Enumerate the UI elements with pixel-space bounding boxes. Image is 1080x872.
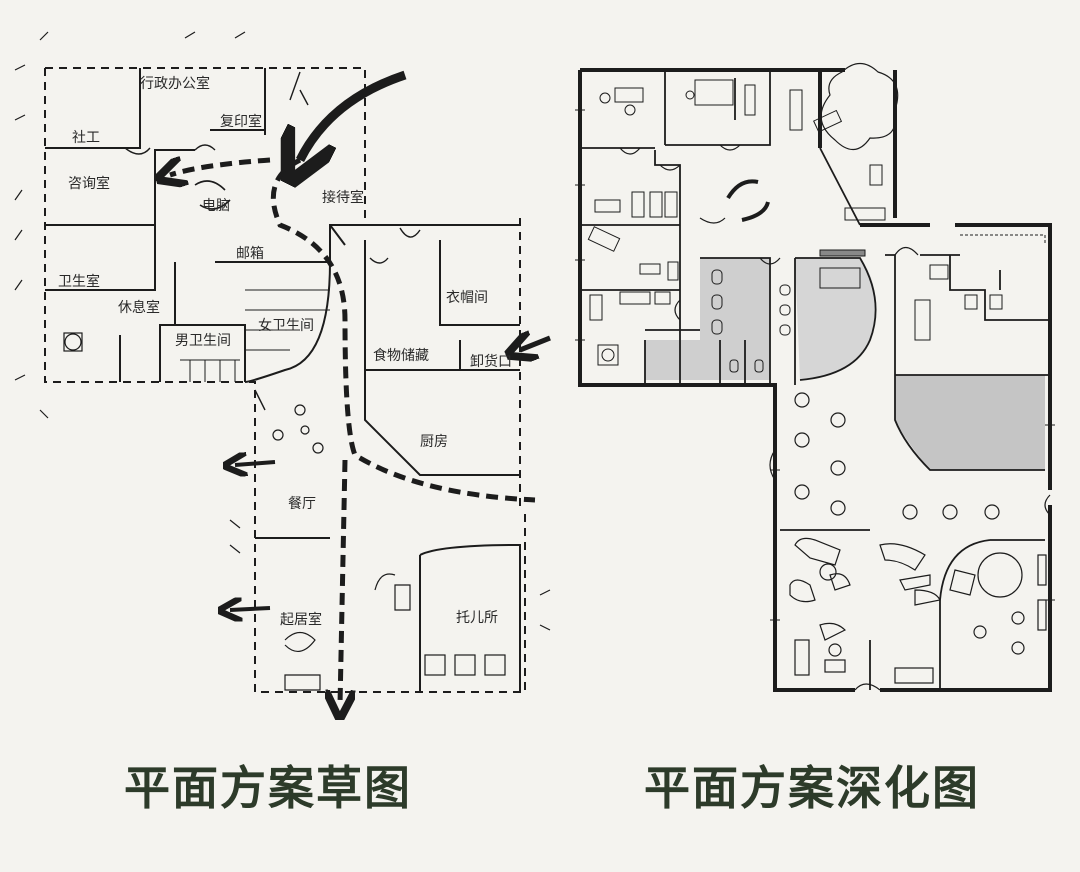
- room-social-work: 社工: [72, 130, 100, 146]
- room-cloakroom: 衣帽间: [446, 290, 488, 306]
- sketch-computer-desk: [194, 180, 231, 210]
- sketch-exit-arrow-living: [230, 608, 271, 610]
- detailed-living-furniture: [789, 537, 941, 684]
- room-computer: 电脑: [202, 198, 230, 214]
- room-nursery: 托儿所: [456, 610, 498, 626]
- detailed-shade-kitchen: [895, 375, 1045, 470]
- detailed-nursery-furniture: [949, 552, 1047, 655]
- sketch-plan-title: 平面方案草图: [124, 761, 412, 815]
- room-dining: 餐厅: [288, 496, 316, 512]
- detailed-toilets: [711, 269, 791, 373]
- sketch-outer-boundary: [44, 67, 526, 693]
- room-living: 起居室: [280, 611, 322, 628]
- sketch-stalls: [180, 289, 330, 382]
- sketch-furniture: [63, 332, 506, 691]
- detailed-office-furniture: [587, 62, 1046, 366]
- detailed-reception-desk: [726, 179, 770, 222]
- detailed-shade-restrooms: [645, 258, 770, 380]
- detailed-window-marks: [575, 109, 1055, 621]
- detailed-dining-tables: [794, 392, 1000, 520]
- room-kitchen: 厨房: [420, 434, 448, 450]
- sketch-plan: 行政办公室 复印室 社工 咨询室 电脑 接待室 邮箱 卫生室 休息室 男卫生间 …: [14, 31, 551, 705]
- room-copy: 复印室: [220, 113, 262, 130]
- room-reception: 接待室: [322, 189, 364, 206]
- room-unloading: 卸货口: [470, 353, 512, 370]
- sketch-circulation-branch: [170, 160, 271, 175]
- sketch-walls: [45, 68, 521, 692]
- detailed-shade-womens: [795, 258, 876, 380]
- sketch-circulation-south: [340, 459, 345, 705]
- room-admin-office: 行政办公室: [140, 75, 210, 92]
- room-break: 休息室: [118, 299, 160, 316]
- room-counseling: 咨询室: [68, 175, 110, 192]
- room-restroom-unit: 卫生室: [58, 273, 100, 290]
- sketch-window-ticks: [14, 31, 551, 631]
- sketch-circulation-path: [270, 157, 536, 503]
- room-food-storage: 食物储藏: [373, 347, 429, 364]
- sketch-unloading-arrow: [520, 338, 551, 350]
- detailed-plan-title: 平面方案深化图: [644, 761, 980, 815]
- room-womens-restroom: 女卫生间: [258, 317, 314, 334]
- sketch-doors: [124, 71, 421, 411]
- room-mens-restroom: 男卫生间: [175, 333, 231, 349]
- sketch-exit-arrow-dining: [235, 462, 276, 465]
- sketch-entry-arrow: [300, 70, 407, 160]
- detailed-plan: [575, 62, 1055, 692]
- room-mailbox: 邮箱: [236, 246, 264, 262]
- detailed-outer-walls: [578, 68, 1052, 692]
- detailed-doors: [619, 144, 1051, 691]
- detailed-interior-walls: [580, 70, 1050, 690]
